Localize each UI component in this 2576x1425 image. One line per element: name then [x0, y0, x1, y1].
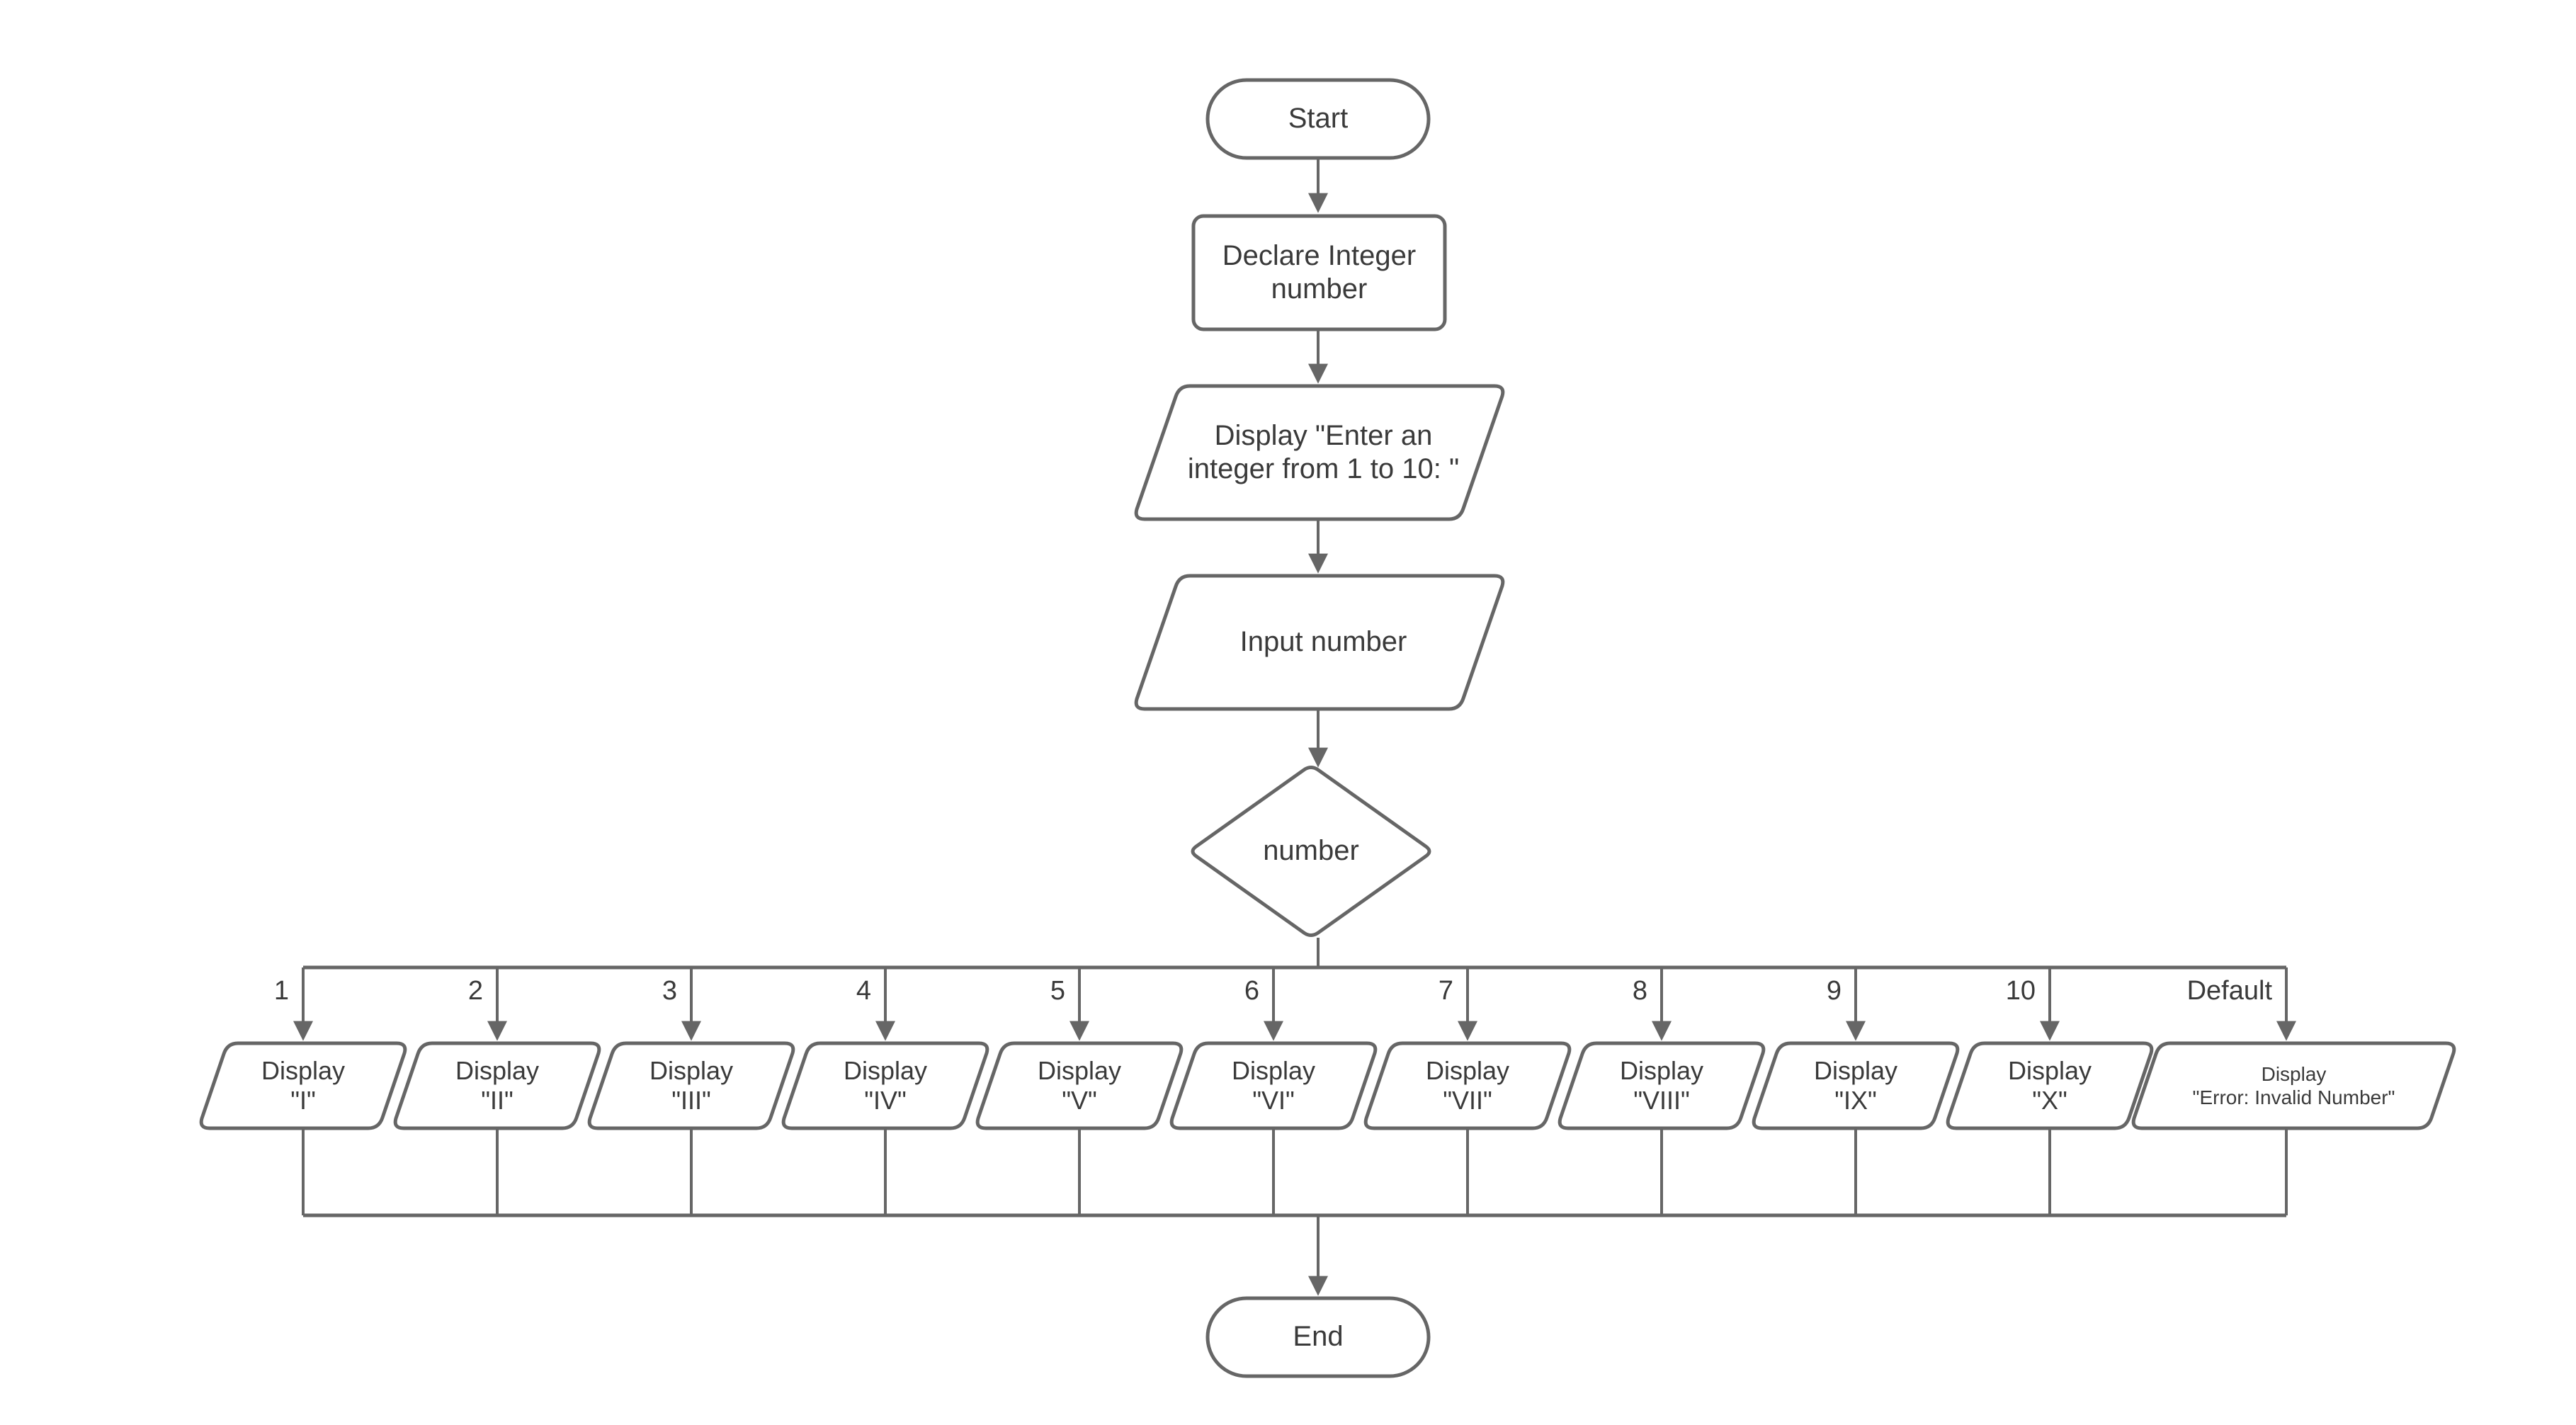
case-shape-10	[1946, 1041, 2154, 1130]
case-shape-2	[393, 1041, 601, 1130]
case-shape-1	[199, 1041, 407, 1130]
case-shape-6	[1169, 1041, 1378, 1130]
start-node-shape	[1205, 78, 1431, 160]
case-shape-4	[781, 1041, 989, 1130]
case-shape-9	[1752, 1041, 1960, 1130]
case-shape-3	[587, 1041, 795, 1130]
case-shape-default	[2131, 1041, 2456, 1130]
input-node-shape	[1134, 574, 1505, 711]
end-node-shape	[1205, 1296, 1431, 1378]
case-shape-5	[975, 1041, 1184, 1130]
case-shape-7	[1363, 1041, 1572, 1130]
declare-node-shape	[1191, 214, 1447, 331]
prompt-node-shape	[1134, 384, 1505, 521]
decision-node-shape	[1191, 766, 1431, 937]
case-shape-8	[1557, 1041, 1766, 1130]
